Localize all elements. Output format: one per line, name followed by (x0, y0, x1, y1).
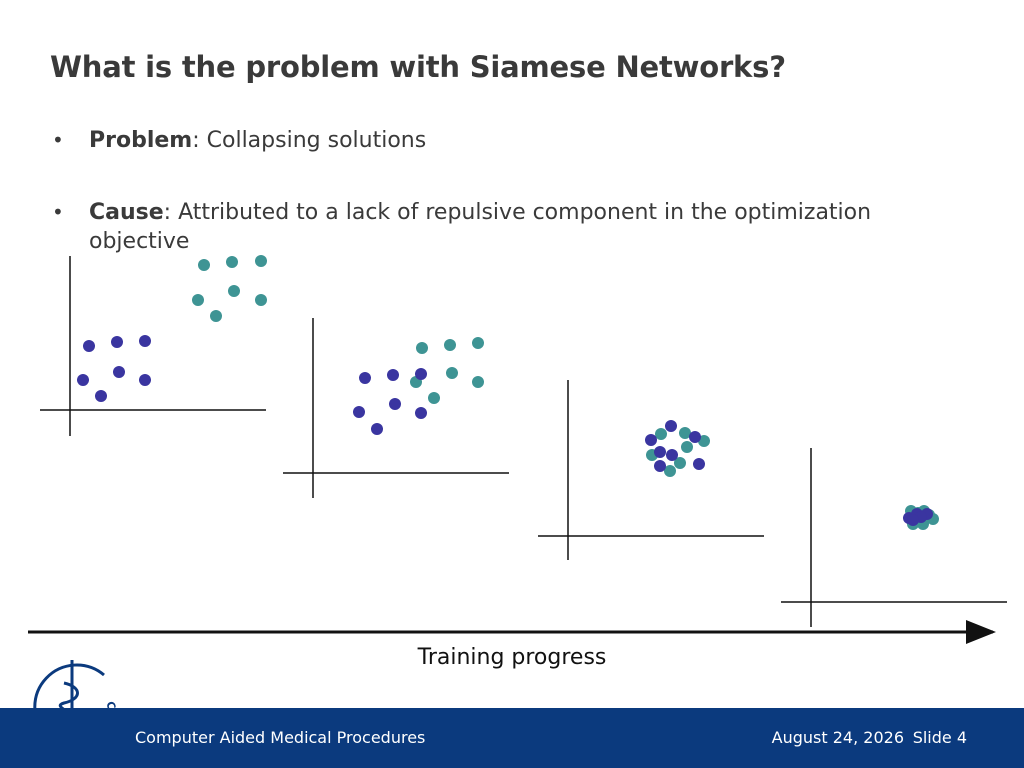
stage-1-point-teal (255, 294, 267, 306)
stage-1-point-teal (198, 259, 210, 271)
stage-3-point-purple (665, 420, 677, 432)
stage-1-point-purple (113, 366, 125, 378)
stage-3-point-purple (654, 460, 666, 472)
bullet-dot: • (52, 200, 64, 224)
stage-2-point-purple (359, 372, 371, 384)
stage-3-point-purple (654, 446, 666, 458)
bullet-dot: • (52, 128, 64, 152)
bullet-content: Problem: Collapsing solutions (89, 126, 969, 155)
stage-1-point-purple (95, 390, 107, 402)
stage-1-point-purple (139, 335, 151, 347)
stage-3-point-purple (666, 449, 678, 461)
training-progress-label: Training progress (417, 645, 607, 670)
stage-2-point-purple (415, 368, 427, 380)
footer-slide-number: Slide 4 (912, 728, 967, 747)
stage-2-point-teal (446, 367, 458, 379)
stage-2-point-teal (416, 342, 428, 354)
stage-2-point-purple (353, 406, 365, 418)
stage-2-point-purple (387, 369, 399, 381)
stage-4-point-purple (907, 514, 919, 526)
bullet-label: Problem (89, 128, 193, 153)
stage-3-point-purple (693, 458, 705, 470)
stage-2-point-purple (389, 398, 401, 410)
stage-2-point-purple (371, 423, 383, 435)
stage-1-point-purple (77, 374, 89, 386)
bullet-text: : Collapsing solutions (192, 128, 427, 153)
bullet-text: : Attributed to a lack of repulsive comp… (89, 200, 872, 254)
stage-3-point-teal (679, 427, 691, 439)
stage-2-point-teal (444, 339, 456, 351)
stage-1-point-teal (210, 310, 222, 322)
stage-2-point-purple (415, 407, 427, 419)
stage-1-point-purple (111, 336, 123, 348)
stage-3-point-teal (681, 441, 693, 453)
footer-organization: Computer Aided Medical Procedures (135, 728, 426, 747)
footer-bar: Computer Aided Medical Procedures August… (0, 708, 1024, 768)
stage-3-point-purple (645, 434, 657, 446)
stage-2-point-teal (428, 392, 440, 404)
slide-title: What is the problem with Siamese Network… (50, 50, 786, 84)
stage-2-point-teal (472, 337, 484, 349)
bullet-label: Cause (89, 200, 164, 225)
stage-1-point-teal (228, 285, 240, 297)
stage-3-point-teal (664, 465, 676, 477)
footer-date: August 24, 2026 (771, 728, 904, 747)
stage-1-point-purple (83, 340, 95, 352)
stage-3-point-purple (689, 431, 701, 443)
bullet-content: Cause: Attributed to a lack of repulsive… (89, 198, 969, 256)
stage-3-point-teal (655, 428, 667, 440)
stage-3-point-teal (698, 435, 710, 447)
stage-1-point-purple (139, 374, 151, 386)
stage-1-point-teal (255, 255, 267, 267)
stage-1-point-teal (226, 256, 238, 268)
stage-3-point-teal (674, 457, 686, 469)
stage-1-point-teal (192, 294, 204, 306)
stage-2-point-teal (472, 376, 484, 388)
